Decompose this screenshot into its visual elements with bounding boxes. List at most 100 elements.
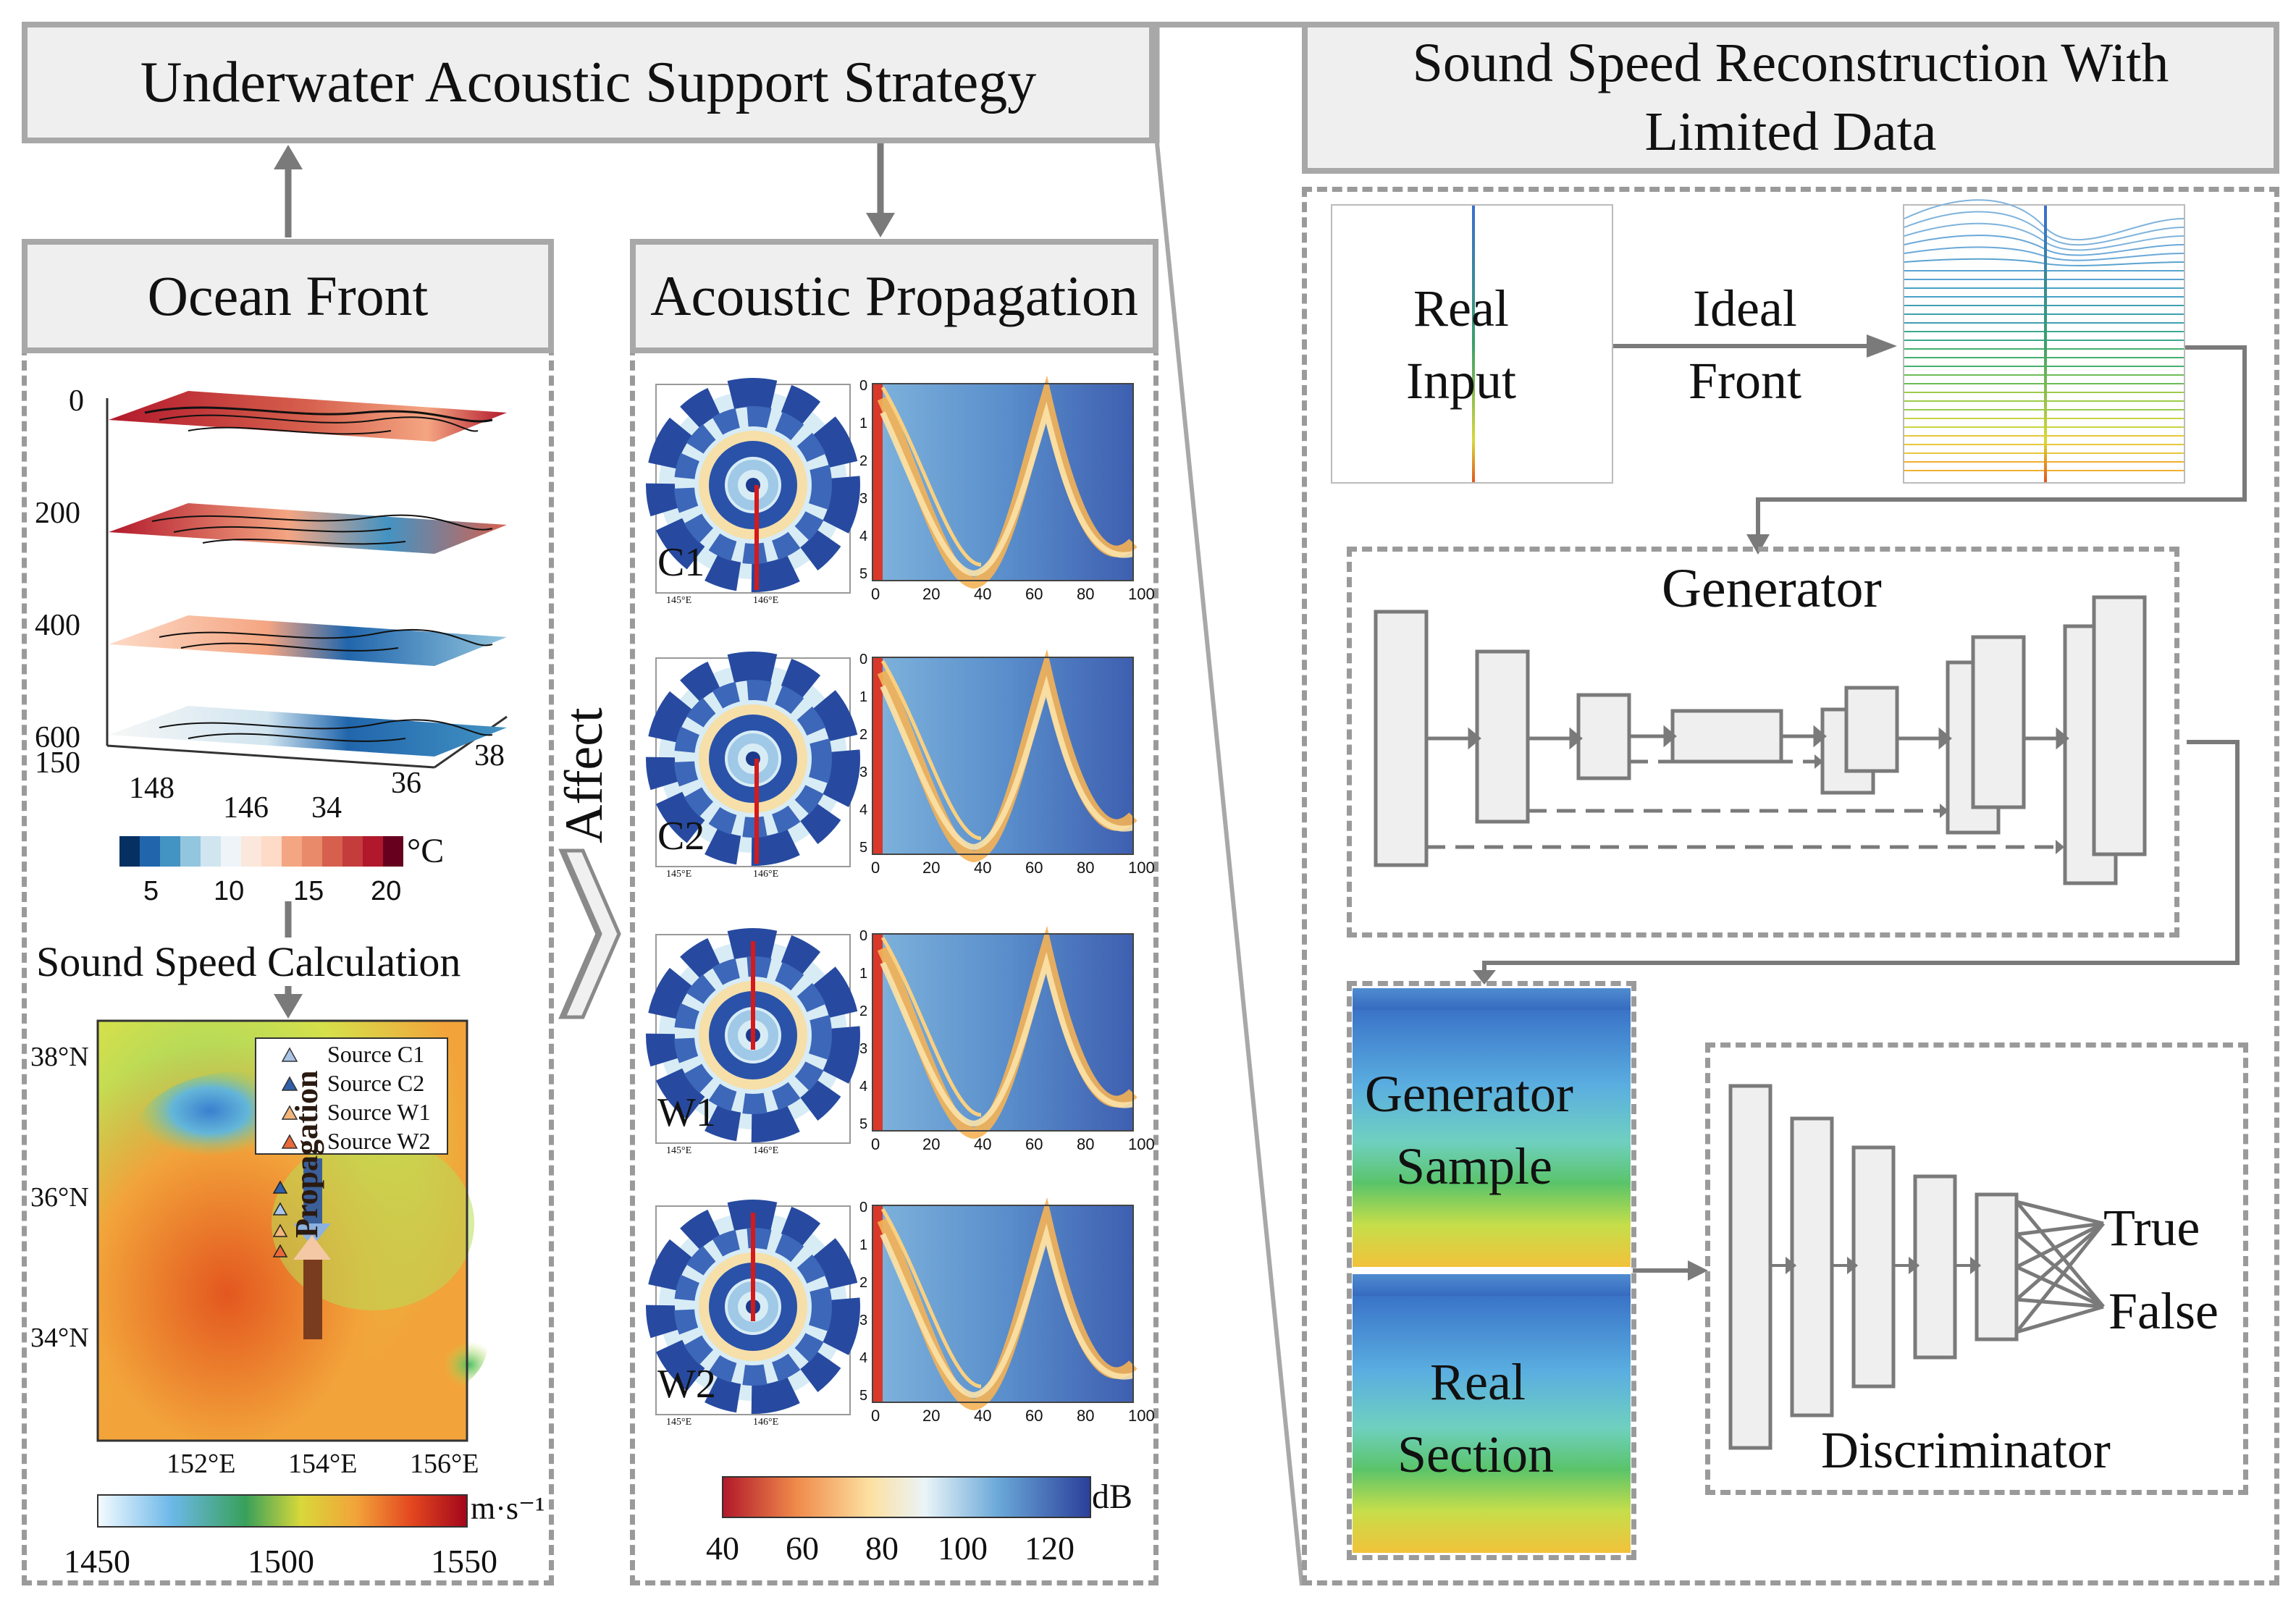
real-input-label-2: Input <box>1406 352 1516 410</box>
range-tick: 100 <box>1128 859 1155 877</box>
tl-tick-60: 60 <box>786 1530 819 1567</box>
depth-tick: 4 <box>859 802 868 818</box>
range-tick: 60 <box>1025 1407 1043 1425</box>
discriminator-title: Discriminator <box>1821 1421 2111 1479</box>
acoustic-propagation-header: Acoustic Propagation <box>630 239 1158 353</box>
arrow-up-icon <box>274 145 303 237</box>
temp-tick-20: 20 <box>371 876 402 906</box>
range-tick: 0 <box>871 585 880 603</box>
depth-tick: 0 <box>859 378 868 394</box>
range-tick: 20 <box>922 1135 941 1153</box>
ss-lon-tick-156: 156°E <box>410 1449 479 1479</box>
acoustic-unit: dB <box>1092 1478 1133 1516</box>
depth-tick: 0 <box>859 1200 868 1216</box>
depth-tick: 2 <box>859 1003 868 1019</box>
layer-0 <box>109 391 507 442</box>
range-tick: 100 <box>1128 585 1155 603</box>
range-tick: 0 <box>871 859 880 877</box>
depth-tick: 3 <box>859 491 868 507</box>
lat-tick-38: 38 <box>474 739 505 772</box>
generator-sample-label-2: Sample <box>1396 1137 1552 1195</box>
map-lon-tick: 145°E <box>666 595 692 606</box>
reconstruction-title-line1: Sound Speed Reconstruction With <box>1412 33 2169 93</box>
real-section-image <box>1353 1274 1631 1553</box>
connector-to-generator <box>1746 345 2247 555</box>
lon-tick-146: 146 <box>223 791 269 825</box>
depth-tick-0: 0 <box>69 384 84 418</box>
false-label: False <box>2108 1282 2219 1340</box>
depth-tick: 5 <box>859 1388 868 1404</box>
range-tick: 100 <box>1128 1407 1155 1425</box>
depth-tick: 0 <box>859 652 868 667</box>
temperature-layers-3d <box>106 391 508 769</box>
legend-source-c2: Source C2 <box>327 1070 425 1096</box>
depth-tick: 2 <box>859 727 868 743</box>
acoustic-panel-label: C1 <box>657 540 705 585</box>
sound-speed-title: Sound Speed Calculation <box>36 938 461 986</box>
ss-cbar-tick-1450: 1450 <box>64 1543 130 1580</box>
depth-tick: 1 <box>859 416 868 431</box>
arrow-right-icon <box>1613 334 1897 358</box>
depth-tick: 5 <box>859 840 868 856</box>
discriminator-network <box>1728 1084 2105 1450</box>
temp-tick-15: 15 <box>293 876 324 906</box>
connector-to-samples <box>1473 740 2240 985</box>
generator-sample-image <box>1353 988 1631 1267</box>
range-tick: 60 <box>1025 859 1043 877</box>
ss-lat-tick-38: 38°N <box>30 1042 89 1072</box>
temperature-colorbar <box>119 836 403 867</box>
sound-speed-colorbar <box>97 1494 468 1528</box>
ss-lat-tick-34: 34°N <box>30 1323 89 1353</box>
discriminator-panel <box>1705 1042 2248 1495</box>
strategy-title: Underwater Acoustic Support Strategy <box>140 50 1037 114</box>
polar-tl-map <box>646 652 860 867</box>
depth-tick: 0 <box>859 928 868 944</box>
depth-tick: 2 <box>859 453 868 469</box>
acoustic-colorbar <box>722 1476 1091 1518</box>
range-tick: 20 <box>922 859 941 877</box>
range-tick: 80 <box>1077 585 1095 603</box>
layer-600 <box>109 706 507 757</box>
depth-tick: 1 <box>859 689 868 705</box>
layer-200 <box>109 503 507 554</box>
generator-panel <box>1347 547 2179 938</box>
depth-tick: 1 <box>859 1237 868 1253</box>
map-lon-tick: 146°E <box>753 869 779 880</box>
lon-tick-148: 148 <box>129 772 174 805</box>
generator-title: Generator <box>1662 558 1882 619</box>
range-tick: 20 <box>922 1407 941 1425</box>
range-tick: 80 <box>1077 1407 1095 1425</box>
transmission-loss-section <box>872 649 1138 863</box>
reconstruction-panel <box>1302 187 2279 1585</box>
lat-tick-36: 36 <box>391 767 421 800</box>
depth-tick-600: 600 <box>35 721 80 754</box>
range-tick: 0 <box>871 1135 880 1153</box>
depth-tick-200: 200 <box>35 497 80 530</box>
ss-cbar-tick-1550: 1550 <box>431 1543 497 1580</box>
depth-tick: 3 <box>859 1313 868 1328</box>
ocean-front-title: Ocean Front <box>147 264 429 327</box>
polar-tl-map <box>646 378 860 594</box>
affect-chevron-icon <box>558 848 621 1019</box>
depth-tick: 5 <box>859 1116 868 1132</box>
transmission-loss-section <box>872 925 1138 1139</box>
sound-speed-unit: m·s⁻¹ <box>471 1491 545 1526</box>
lon-tick-150: 150 <box>35 746 80 780</box>
polar-tl-map <box>646 928 860 1144</box>
depth-tick: 3 <box>859 1041 868 1057</box>
range-tick: 20 <box>922 585 941 603</box>
sound-speed-map <box>96 1019 489 1442</box>
depth-tick: 3 <box>859 764 868 780</box>
map-lon-tick: 146°E <box>753 1417 779 1428</box>
generator-network <box>1374 595 2147 885</box>
range-tick: 40 <box>974 585 992 603</box>
range-tick: 60 <box>1025 585 1043 603</box>
strategy-header: Underwater Acoustic Support Strategy <box>22 22 1155 143</box>
range-tick: 40 <box>974 1407 992 1425</box>
legend-source-w1: Source W1 <box>327 1099 431 1125</box>
acoustic-propagation-title: Acoustic Propagation <box>650 264 1138 327</box>
range-tick: 100 <box>1128 1135 1155 1153</box>
ocean-front-header: Ocean Front <box>22 239 554 353</box>
tl-tick-40: 40 <box>706 1530 739 1567</box>
